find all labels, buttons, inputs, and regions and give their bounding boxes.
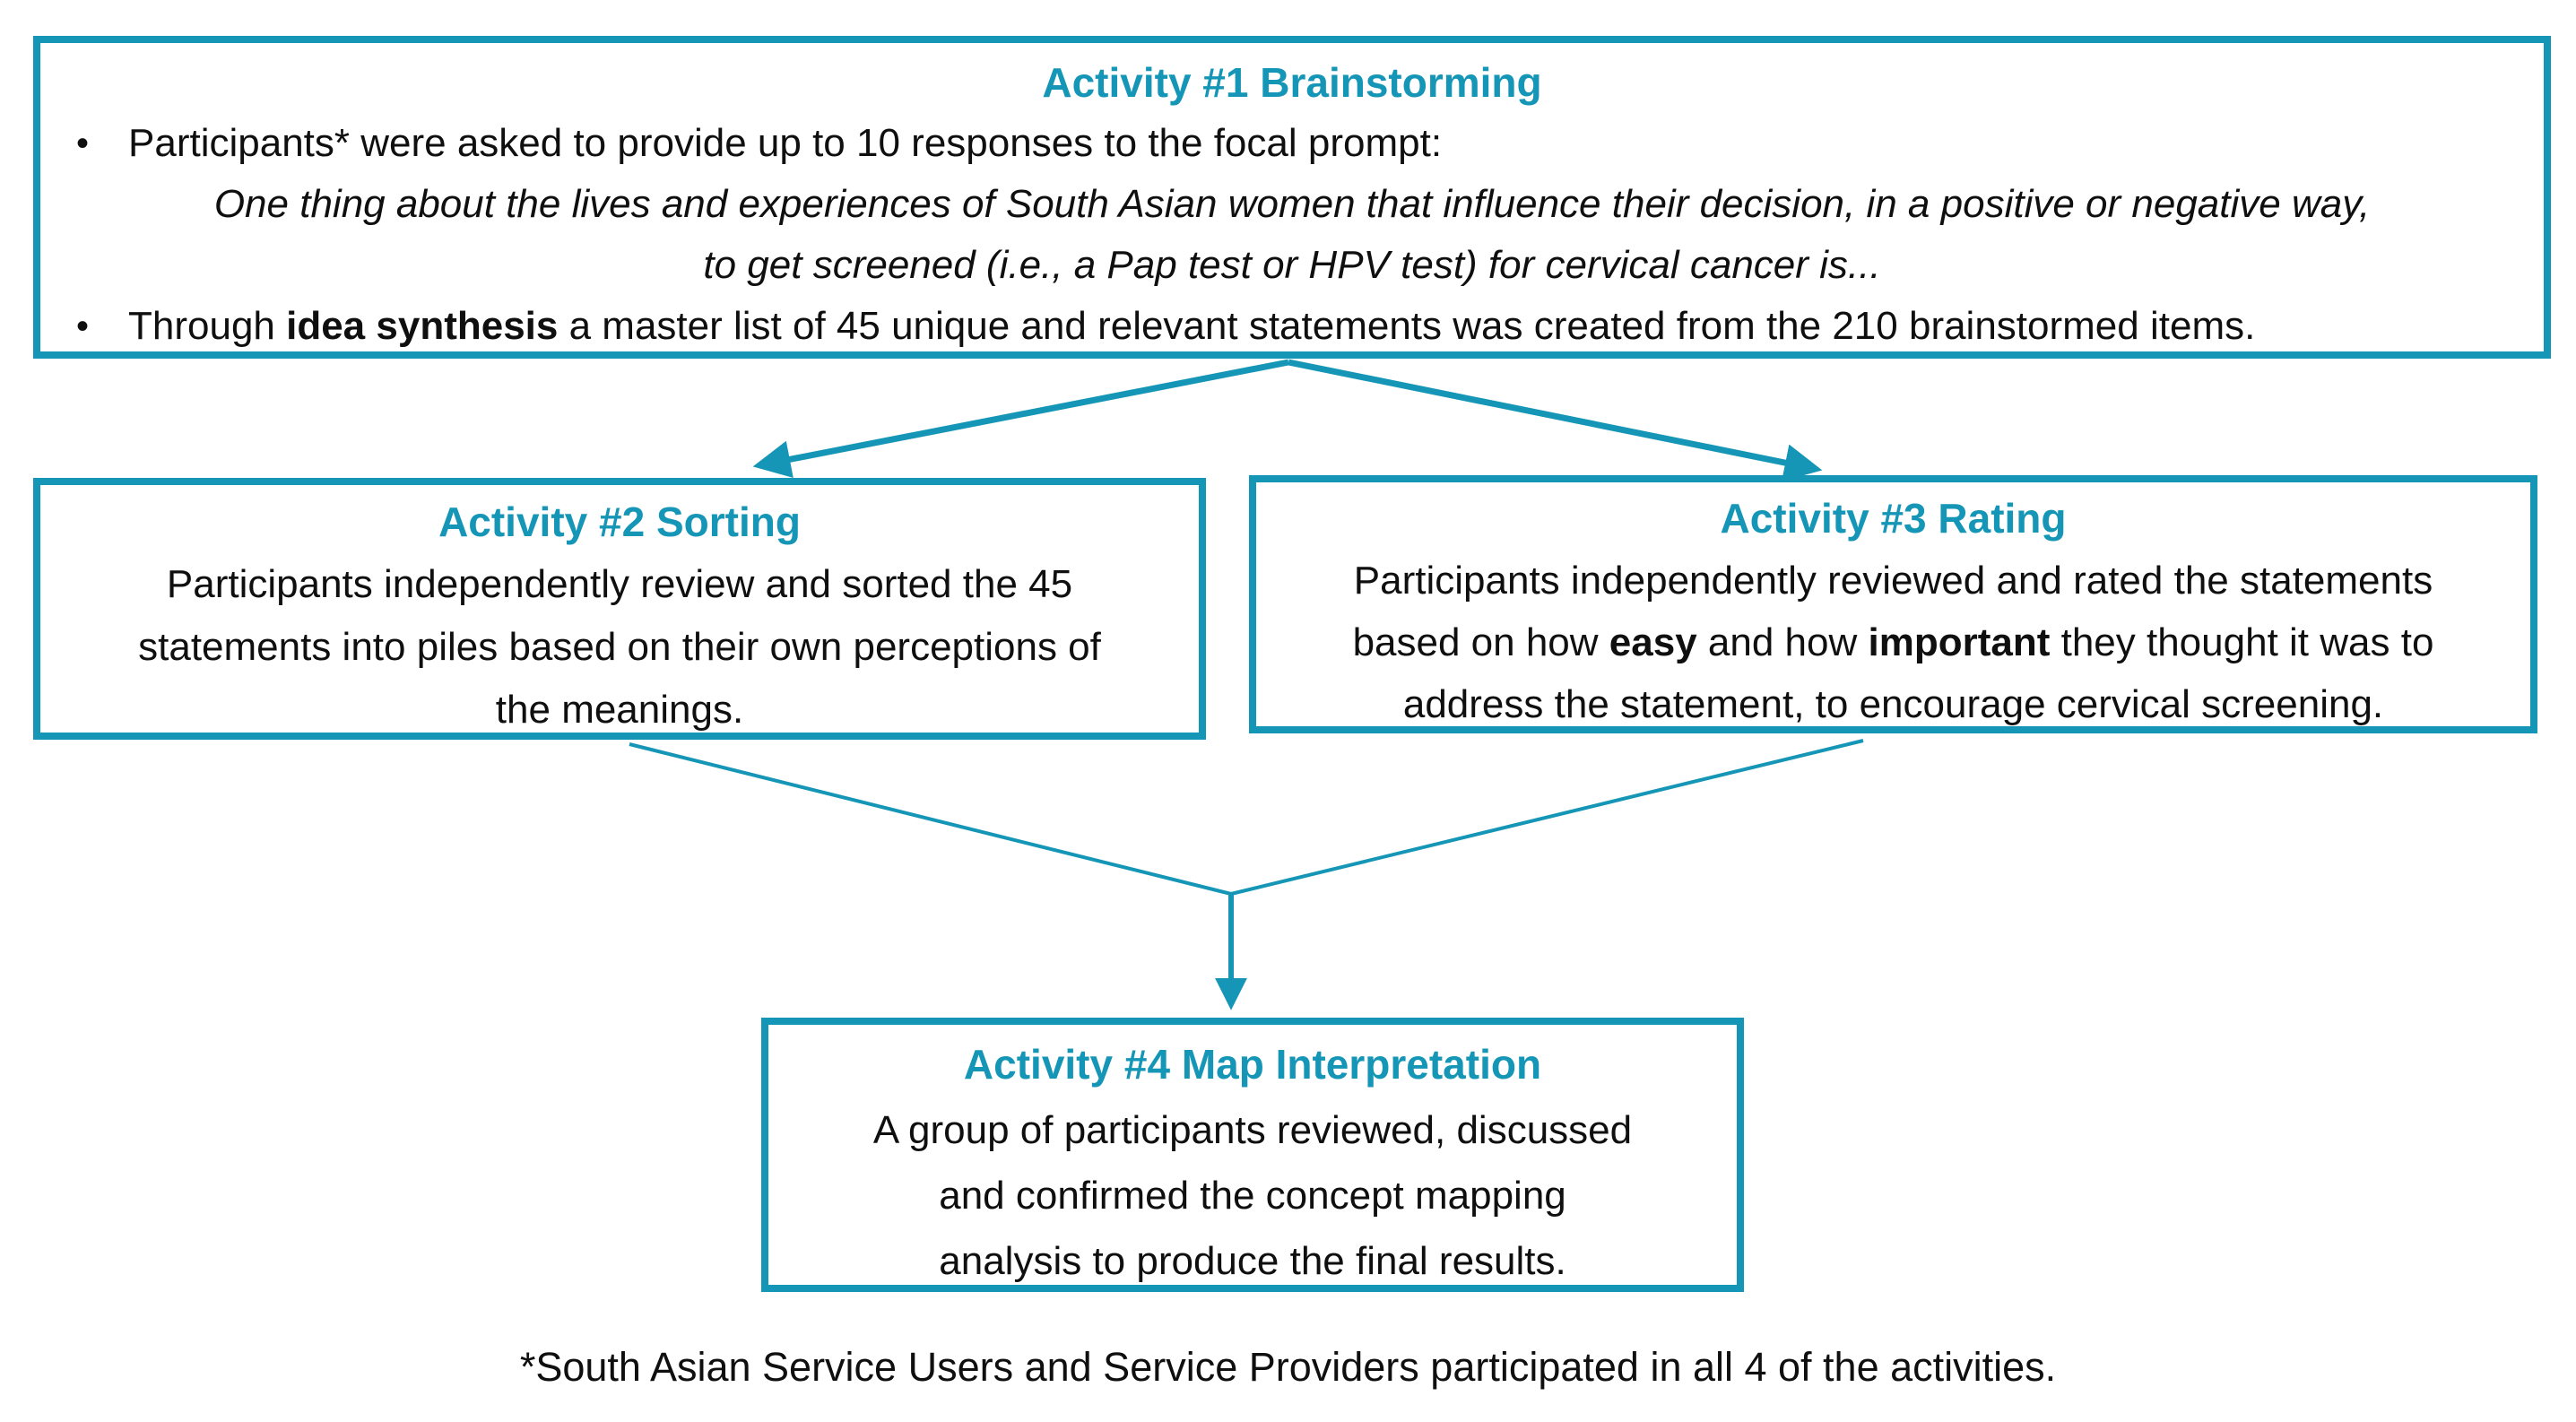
- bullet-2-bold: idea synthesis: [286, 304, 559, 348]
- activity-3-line-1: Participants independently reviewed and …: [1353, 559, 2433, 603]
- connector-box3-to-junction: [1230, 739, 1864, 896]
- activity-2-line-1: Participants independently review and so…: [166, 562, 1073, 606]
- line-2-a: based on how: [1352, 620, 1609, 664]
- arrow-box1-to-box3: [1288, 359, 1823, 481]
- focal-prompt-line-2: to get screened (i.e., a Pap test or HPV…: [703, 243, 1881, 287]
- activity-1-title: Activity #1 Brainstorming: [1042, 59, 1542, 106]
- line-2-c: they thought it was to: [2050, 620, 2434, 664]
- line-2-bold-easy: easy: [1609, 620, 1697, 664]
- activity-1-bullet-2-text: Through idea synthesis a master list of …: [128, 296, 2528, 357]
- activity-2-line-3: the meanings.: [495, 688, 744, 732]
- activity-4-line-3: analysis to produce the final results.: [939, 1239, 1566, 1283]
- activity-3-box: Activity #3 Rating Participants independ…: [1249, 475, 2537, 733]
- line-2-bold-important: important: [1868, 620, 2051, 664]
- footnote: *South Asian Service Users and Service P…: [519, 1344, 2057, 1390]
- activity-4-line-1: A group of participants reviewed, discus…: [872, 1108, 1633, 1152]
- focal-prompt-line-1: One thing about the lives and experience…: [213, 182, 2371, 226]
- activity-3-line-2: based on how easy and how important they…: [1265, 611, 2521, 673]
- bullet-icon: •: [76, 124, 90, 163]
- activity-1-bullet-2: • Through idea synthesis a master list o…: [56, 296, 2528, 357]
- bullet-2-post: a master list of 45 unique and relevant …: [558, 304, 2256, 348]
- activity-2-box: Activity #2 Sorting Participants indepen…: [33, 478, 1206, 740]
- activity-1-box: Activity #1 Brainstorming • Participants…: [33, 36, 2551, 359]
- line-2-b: and how: [1696, 620, 1869, 664]
- activity-2-title: Activity #2 Sorting: [438, 499, 801, 545]
- connector-box2-to-junction: [629, 742, 1232, 896]
- activity-3-title: Activity #3 Rating: [1720, 495, 2067, 542]
- activity-3-line-3: address the statement, to encourage cerv…: [1402, 682, 2384, 726]
- activity-4-line-2: and confirmed the concept mapping: [939, 1174, 1566, 1218]
- activity-1-bullet-1-text: Participants* were asked to provide up t…: [128, 121, 1443, 165]
- activity-1-bullet-1: • Participants* were asked to provide up…: [56, 113, 2528, 174]
- bullet-2-pre: Through: [128, 304, 287, 348]
- activity-4-title: Activity #4 Map Interpretation: [963, 1041, 1542, 1088]
- activity-2-line-2: statements into piles based on their own…: [138, 625, 1101, 669]
- arrow-box1-to-box2: [752, 359, 1289, 478]
- bullet-icon: •: [76, 307, 90, 346]
- activity-4-box: Activity #4 Map Interpretation A group o…: [761, 1018, 1744, 1292]
